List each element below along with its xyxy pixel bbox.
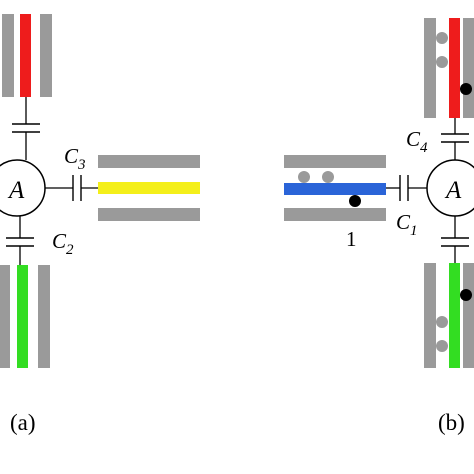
- plate: [38, 265, 50, 368]
- blue-wire: [284, 183, 386, 195]
- gray-dot: [436, 340, 448, 352]
- capacitor-c2: [6, 237, 34, 247]
- plate: [98, 155, 200, 168]
- panel-b: 1 C1 A C4: [284, 18, 474, 435]
- gray-dot: [436, 32, 448, 44]
- panel-b-label: (b): [438, 410, 465, 435]
- plate: [2, 14, 14, 97]
- panel-b-bottom-wire: [424, 263, 474, 368]
- plate: [0, 265, 10, 368]
- yellow-wire: [98, 182, 200, 194]
- black-dot: [349, 195, 361, 207]
- wire-1-label: 1: [346, 227, 357, 251]
- cap-c2-label: C2: [52, 229, 74, 258]
- capacitor-c1: [399, 175, 409, 201]
- plate: [284, 208, 386, 221]
- red-wire: [449, 18, 460, 118]
- node-a-label: A: [7, 177, 25, 204]
- capacitor-top: [12, 123, 40, 133]
- node-a-label: A: [444, 177, 462, 204]
- plate: [463, 263, 474, 368]
- gray-dot: [436, 316, 448, 328]
- plate: [424, 18, 436, 118]
- panel-a-label: (a): [10, 410, 36, 435]
- panel-b-top-wire: [424, 18, 474, 118]
- panel-a-top-wire: [2, 14, 52, 97]
- capacitor-c4: [441, 133, 469, 143]
- plate: [98, 208, 200, 221]
- plate: [284, 155, 386, 168]
- gray-dot: [436, 56, 448, 68]
- capacitor-c3: [72, 175, 82, 201]
- plate: [40, 14, 52, 97]
- black-dot: [460, 289, 472, 301]
- green-wire: [17, 265, 28, 368]
- cap-c4-label: C4: [406, 127, 428, 156]
- black-dot: [460, 83, 472, 95]
- plate: [424, 263, 436, 368]
- cap-c1-label: C1: [396, 210, 418, 239]
- panel-a: A C3 C2 (a): [0, 14, 200, 435]
- gray-dot: [322, 171, 334, 183]
- capacitor-bottom: [441, 237, 469, 247]
- green-wire: [449, 263, 460, 368]
- panel-b-left-wire: [284, 155, 386, 221]
- panel-a-right-wire: [98, 155, 200, 221]
- red-wire: [20, 14, 31, 97]
- cap-c3-label: C3: [64, 144, 86, 173]
- gray-dot: [298, 171, 310, 183]
- panel-a-bottom-wire: [0, 265, 50, 368]
- plate: [463, 18, 474, 118]
